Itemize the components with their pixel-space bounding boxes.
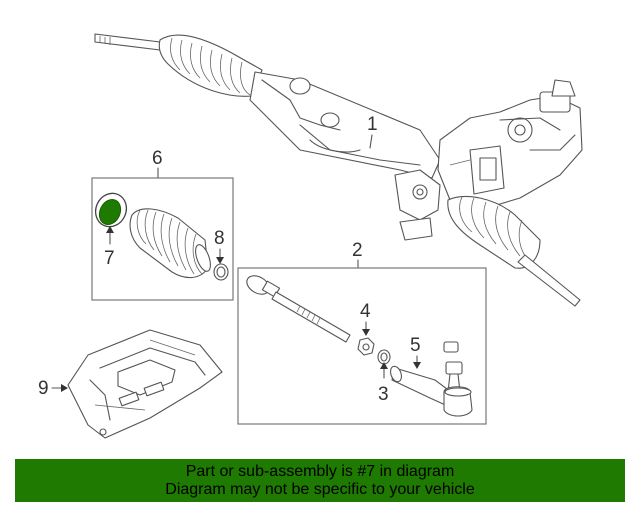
banner-line-1: Part or sub-assembly is #7 in diagram: [185, 462, 455, 480]
callout-1-label: 1: [367, 114, 378, 135]
bellows-boot[interactable]: [129, 208, 213, 279]
boot-kit-box: [91, 177, 234, 301]
callout-6-label: 6: [152, 148, 163, 169]
part-7-clamp[interactable]: [90, 188, 132, 231]
callout-4-label: 4: [360, 301, 371, 322]
inner-tie-rod[interactable]: [244, 272, 351, 343]
outer-tie-rod-end[interactable]: [389, 341, 473, 417]
callout-3-label: 3: [378, 384, 389, 405]
part-9-cover-plate[interactable]: [67, 329, 223, 439]
callout-7-label: 7: [104, 248, 115, 269]
info-banner: Part or sub-assembly is #7 in diagram Di…: [15, 459, 625, 502]
steering-rack-assembly[interactable]: [94, 33, 583, 307]
callout-2-label: 2: [352, 240, 363, 261]
callout-9-label: 9: [38, 378, 49, 399]
callout-8-label: 8: [214, 228, 225, 249]
parts-diagram: 1 6 7 8 2 4: [38, 33, 583, 439]
tie-rod-kit-box: [237, 267, 487, 425]
banner-line-2: Diagram may not be specific to your vehi…: [165, 480, 475, 498]
callout-5-label: 5: [410, 335, 421, 356]
